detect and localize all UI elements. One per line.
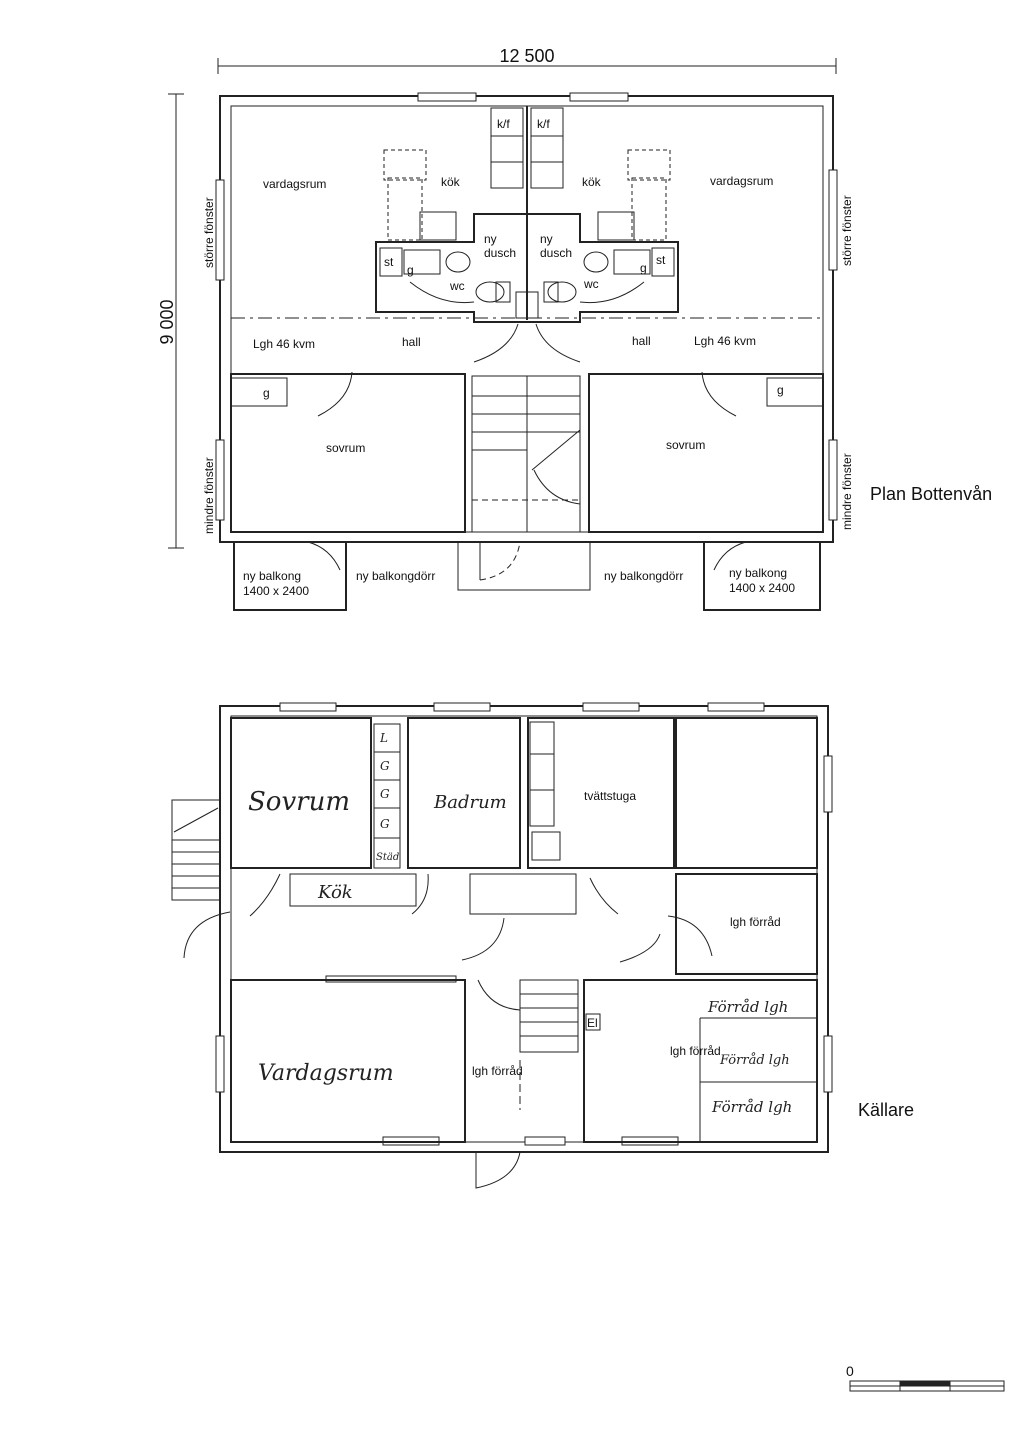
wc-label-left: wc xyxy=(449,279,465,293)
electric-label: El xyxy=(587,1016,598,1030)
wc-label-right: wc xyxy=(583,277,599,291)
kitchen-handwritten: Kök xyxy=(317,882,353,903)
scale-zero-label: 0 xyxy=(846,1363,854,1379)
storage-right-label: lgh förråd xyxy=(730,915,781,929)
balcony-size-label-left: 1400 x 2400 xyxy=(243,584,309,598)
hall-label-left: hall xyxy=(402,335,421,349)
closet-mark-5: Städ xyxy=(376,852,399,863)
laundry-label: tvättstuga xyxy=(584,789,636,803)
dimension-height: 9 000 xyxy=(157,93,184,549)
window-large-label-right: större fönster xyxy=(840,195,854,266)
storage-handwritten-1: Förråd lgh xyxy=(707,998,788,1016)
area-label-left: Lgh 46 kvm xyxy=(253,337,315,351)
area-label-right: Lgh 46 kvm xyxy=(694,334,756,348)
hall-label-right: hall xyxy=(632,334,651,348)
living-room-handwritten: Vardagsrum xyxy=(258,1061,394,1086)
scale-bar: 0 xyxy=(846,1363,1005,1392)
storage-handwritten-2: Förråd lgh xyxy=(719,1052,790,1068)
bedroom-label-right: sovrum xyxy=(666,438,705,452)
storage-lower-label: lgh förråd xyxy=(670,1044,721,1058)
basement-labels: Sovrum Badrum Kök Vardagsrum tvättstuga … xyxy=(248,731,792,1116)
closet-mark-2: G xyxy=(380,759,390,773)
closet-mark-4: G xyxy=(380,817,390,831)
g-small-label-right: g xyxy=(640,261,647,275)
bedroom-label-left: sovrum xyxy=(326,441,365,455)
dimension-width: 12 500 xyxy=(217,46,837,74)
window-small-label-right: mindre fönster xyxy=(840,453,854,530)
dimension-width-label: 12 500 xyxy=(499,46,554,66)
closet-mark-3: G xyxy=(380,787,390,801)
balcony-door-label-left: ny balkongdörr xyxy=(356,569,435,583)
storage-handwritten-3: Förråd lgh xyxy=(711,1098,792,1116)
st-label-right: st xyxy=(656,253,666,267)
closet-mark-1: L xyxy=(379,731,388,745)
basement-title: Källare xyxy=(858,1100,914,1120)
window-large-label-left: större fönster xyxy=(202,197,216,268)
living-room-label-left: vardagsrum xyxy=(263,177,326,191)
wardrobe-g-label-left: g xyxy=(263,386,270,400)
bedroom-handwritten: Sovrum xyxy=(248,787,350,817)
st-label-left: st xyxy=(384,255,394,269)
wardrobe-g-label-right: g xyxy=(777,383,784,397)
ground-floor-title: Plan Bottenvån xyxy=(870,484,992,504)
fridge-freezer-label-right: k/f xyxy=(537,117,550,131)
storage-center-label: lgh förråd xyxy=(472,1064,523,1078)
dimension-height-label: 9 000 xyxy=(157,299,177,344)
balcony-label-left: ny balkong xyxy=(243,569,301,583)
kitchen-label-left: kök xyxy=(441,175,461,189)
basement-plan xyxy=(171,702,833,1189)
fridge-freezer-label-left: k/f xyxy=(497,117,510,131)
balcony-label-right: ny balkong xyxy=(729,566,787,580)
g-small-label-left: g xyxy=(407,263,414,277)
balcony-size-label-right: 1400 x 2400 xyxy=(729,581,795,595)
window-small-label-left: mindre fönster xyxy=(202,457,216,534)
bathroom-handwritten: Badrum xyxy=(433,792,507,813)
balcony-door-label-right: ny balkongdörr xyxy=(604,569,683,583)
ground-floor-plan xyxy=(215,92,838,611)
living-room-label-right: vardagsrum xyxy=(710,174,773,188)
kitchen-label-right: kök xyxy=(582,175,602,189)
